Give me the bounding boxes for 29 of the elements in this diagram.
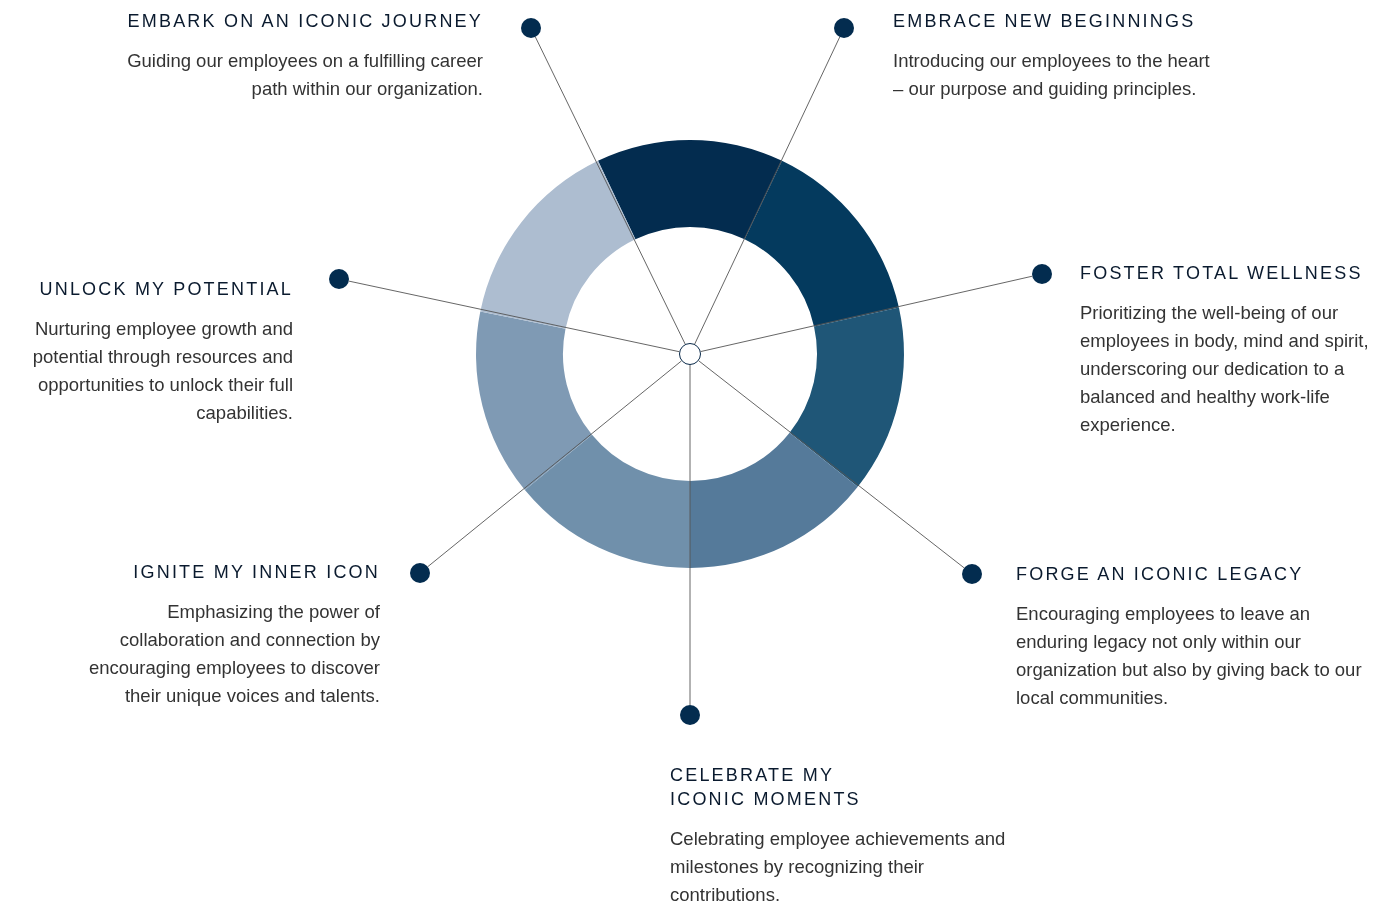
item-heading: EMBRACE NEW BEGINNINGS — [893, 10, 1197, 33]
item-description: Encouraging employees to leave an enduring legacy not only within our organization but also by giving back to our local communities. — [1016, 602, 1363, 710]
marker-dot — [329, 269, 349, 289]
connector-line — [700, 275, 1033, 352]
connector-line — [534, 36, 686, 345]
marker-dot — [1032, 264, 1052, 284]
marker-dot — [680, 705, 700, 725]
marker-dot — [834, 18, 854, 38]
connector-line — [348, 280, 680, 353]
item-heading: FOSTER TOTAL WELLNESS — [1080, 262, 1364, 285]
item-heading: UNLOCK MY POTENTIAL — [38, 278, 293, 301]
item-description: Celebrating employee achievements and milestones by recognizing their contributions. — [670, 827, 1007, 906]
item-description: Introducing our employees to the heart – our purpose and guiding principles. — [893, 49, 1211, 101]
item-heading: EMBARK ON AN ICONIC JOURNEY — [126, 10, 483, 33]
marker-dot — [410, 563, 430, 583]
connector-line — [689, 364, 691, 706]
item-heading: FORGE AN ICONIC LEGACY — [1016, 563, 1305, 586]
item-description: Prioritizing the well-being of our employees in body, mind and spirit, underscoring our dedication to a balanced and healthy work-life experience. — [1080, 301, 1370, 437]
item-description: Emphasizing the power of collaboration and connection by encouraging employees to discover their unique voices and talents. — [87, 600, 380, 708]
marker-dot — [521, 18, 541, 38]
hub-circle — [679, 343, 701, 365]
connector-line — [698, 360, 965, 569]
connector-line — [694, 36, 841, 345]
item-description: Nurturing employee growth and potential through resources and opportunities to unlock their full capabilities. — [31, 317, 293, 425]
item-description: Guiding our employees on a fulfilling career path within our organization. — [126, 49, 483, 101]
marker-dot — [962, 564, 982, 584]
item-heading: CELEBRATE MY ICONIC MOMENTS — [670, 764, 862, 811]
connector-line — [427, 360, 682, 568]
item-heading: IGNITE MY INNER ICON — [132, 561, 380, 584]
